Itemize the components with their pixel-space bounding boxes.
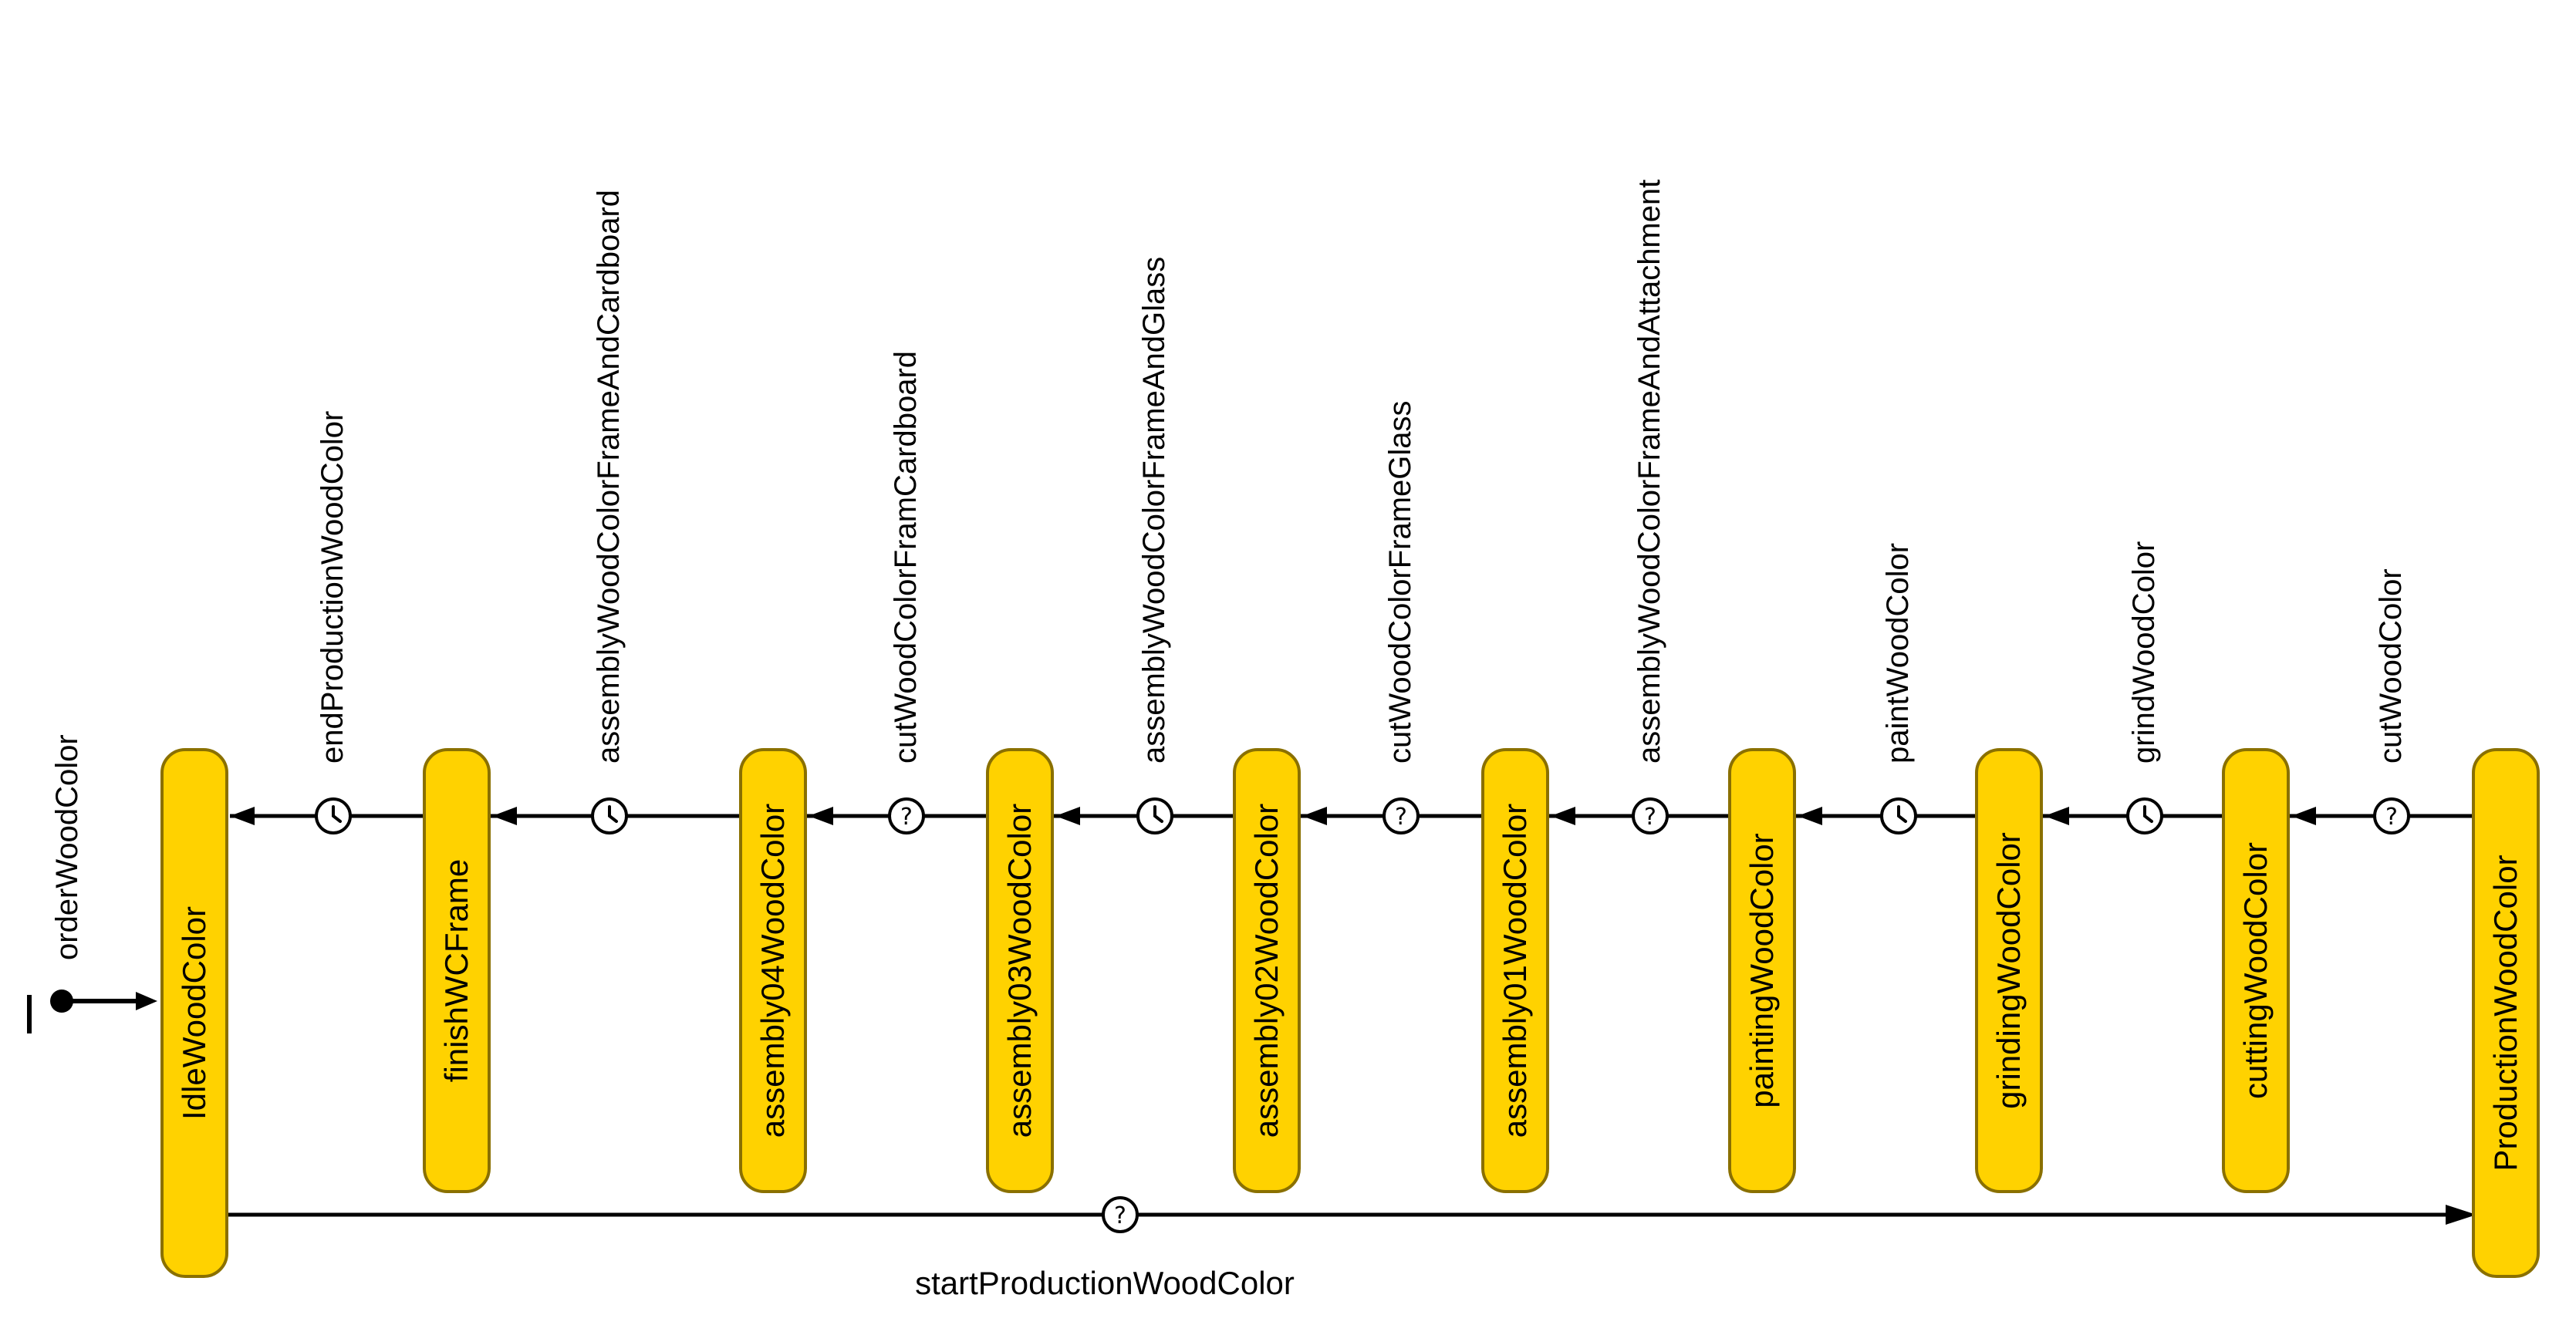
state-label: IdleWoodColor bbox=[176, 906, 212, 1120]
state-box[interactable] bbox=[423, 748, 491, 1193]
svg-text:?: ? bbox=[900, 804, 913, 831]
svg-text:?: ? bbox=[1644, 804, 1656, 831]
arrowhead bbox=[2044, 807, 2069, 825]
states-layer: IdleWoodColor finishWCFrame assembly04Wood… bbox=[160, 748, 2540, 1278]
transitions-layer: endProductionWoodColor assemblyWoodColorF… bbox=[230, 180, 2410, 834]
arrowhead bbox=[1798, 807, 1822, 825]
state-assembly04WoodColor[interactable]: assembly04WoodColor bbox=[739, 748, 807, 1193]
question-icon: ? bbox=[1383, 797, 1420, 834]
state-grindingWoodColor[interactable]: grindingWoodColor bbox=[1975, 748, 2043, 1193]
clock-icon bbox=[2126, 797, 2163, 834]
transition-assemblyWoodColorFrameAndCardboard[interactable]: assemblyWoodColorFrameAndCardboard bbox=[492, 190, 628, 834]
bottom-arrowhead bbox=[2446, 1205, 2476, 1225]
state-box[interactable] bbox=[1975, 748, 2043, 1193]
initial-transition-label: orderWoodColor bbox=[50, 734, 84, 960]
state-label: cuttingWoodColor bbox=[2237, 842, 2274, 1099]
state-assembly01WoodColor[interactable]: assembly01WoodColor bbox=[1481, 748, 1549, 1193]
svg-text:?: ? bbox=[2385, 804, 2398, 831]
state-ProductionWoodColor[interactable]: ProductionWoodColor bbox=[2472, 748, 2540, 1278]
transition-label: cutWoodColor bbox=[2374, 568, 2408, 764]
transition-assemblyWoodColorFrameAndAttachment[interactable]: ? assemblyWoodColorFrameAndAttachment bbox=[1551, 180, 1669, 834]
transition-label: cutWoodColorFrameGlass bbox=[1383, 400, 1417, 764]
arrowhead bbox=[1302, 807, 1327, 825]
state-IdleWoodColor[interactable]: IdleWoodColor bbox=[160, 748, 228, 1278]
state-label: finishWCFrame bbox=[438, 859, 474, 1082]
state-box[interactable] bbox=[160, 748, 228, 1278]
bottom-transition-marker: ? bbox=[1102, 1196, 1139, 1233]
state-label: ProductionWoodColor bbox=[2487, 855, 2524, 1171]
state-box[interactable] bbox=[739, 748, 807, 1193]
arrowhead bbox=[1055, 807, 1080, 825]
initial-state bbox=[27, 990, 157, 1033]
transition-label: assemblyWoodColorFrameAndAttachment bbox=[1632, 180, 1666, 764]
transition-grindWoodColor[interactable]: grindWoodColor bbox=[2044, 541, 2163, 834]
state-box[interactable] bbox=[1233, 748, 1301, 1193]
arrowhead bbox=[1551, 807, 1575, 825]
transition-cutWoodColor[interactable]: ? cutWoodColor bbox=[2291, 568, 2410, 834]
state-assembly03WoodColor[interactable]: assembly03WoodColor bbox=[986, 748, 1054, 1193]
transition-label: paintWoodColor bbox=[1881, 543, 1915, 764]
state-box[interactable] bbox=[2472, 748, 2540, 1278]
transition-label: grindWoodColor bbox=[2127, 541, 2161, 764]
state-cuttingWoodColor[interactable]: cuttingWoodColor bbox=[2222, 748, 2290, 1193]
transition-assemblyWoodColorFrameAndGlass[interactable]: assemblyWoodColorFrameAndGlass bbox=[1055, 257, 1173, 834]
state-assembly02WoodColor[interactable]: assembly02WoodColor bbox=[1233, 748, 1301, 1193]
clock-icon bbox=[1136, 797, 1173, 834]
transition-label: cutWoodColorFramCardboard bbox=[889, 351, 923, 764]
transition-endProductionWoodColor[interactable]: endProductionWoodColor bbox=[230, 411, 352, 834]
question-icon: ? bbox=[888, 797, 925, 834]
svg-text:?: ? bbox=[1114, 1202, 1126, 1229]
transition-label: assemblyWoodColorFrameAndCardboard bbox=[592, 190, 626, 764]
state-finishWCFrame[interactable]: finishWCFrame bbox=[423, 748, 491, 1193]
question-icon: ? bbox=[2373, 797, 2410, 834]
clock-icon bbox=[315, 797, 352, 834]
transition-paintWoodColor[interactable]: paintWoodColor bbox=[1798, 543, 1917, 834]
state-box[interactable] bbox=[1728, 748, 1796, 1193]
state-box[interactable] bbox=[986, 748, 1054, 1193]
svg-text:?: ? bbox=[1395, 804, 1407, 831]
state-box[interactable] bbox=[1481, 748, 1549, 1193]
arrowhead bbox=[809, 807, 833, 825]
arrowhead bbox=[492, 807, 517, 825]
arrowhead bbox=[2291, 807, 2316, 825]
clock-icon bbox=[591, 797, 628, 834]
state-label: assembly04WoodColor bbox=[755, 804, 791, 1138]
clock-icon bbox=[1880, 797, 1917, 834]
arrowhead bbox=[230, 807, 255, 825]
question-icon: ? bbox=[1102, 1196, 1139, 1233]
transition-cutWoodColorFramCardboard[interactable]: ? cutWoodColorFramCardboard bbox=[809, 351, 925, 834]
state-label: assembly02WoodColor bbox=[1248, 804, 1285, 1138]
state-label: paintingWoodColor bbox=[1744, 833, 1780, 1108]
transition-label: assemblyWoodColorFrameAndGlass bbox=[1137, 257, 1171, 764]
question-icon: ? bbox=[1632, 797, 1669, 834]
state-label: assembly03WoodColor bbox=[1001, 804, 1038, 1138]
state-label: grindingWoodColor bbox=[1990, 832, 2027, 1109]
transition-label: endProductionWoodColor bbox=[316, 411, 349, 764]
transition-cutWoodColorFrameGlass[interactable]: ? cutWoodColorFrameGlass bbox=[1302, 400, 1420, 834]
state-box[interactable] bbox=[2222, 748, 2290, 1193]
state-paintingWoodColor[interactable]: paintingWoodColor bbox=[1728, 748, 1796, 1193]
state-label: assembly01WoodColor bbox=[1497, 804, 1533, 1138]
bottom-transition-label: startProductionWoodColor bbox=[915, 1265, 1295, 1301]
